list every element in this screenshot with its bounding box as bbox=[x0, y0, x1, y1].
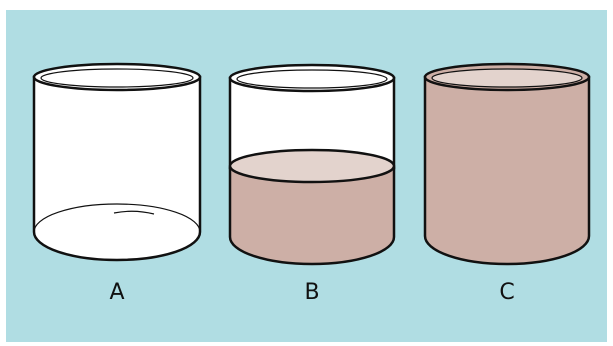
container-b-label: B bbox=[282, 281, 342, 305]
container-b bbox=[230, 65, 394, 264]
container-a-rim-outer bbox=[34, 64, 200, 90]
container-c-label: C bbox=[477, 281, 537, 305]
container-c-liquid bbox=[425, 77, 589, 264]
container-a-label: A bbox=[87, 281, 147, 305]
container-a-body bbox=[34, 77, 200, 260]
container-c-liquid-surface bbox=[432, 69, 582, 87]
container-c bbox=[425, 64, 589, 264]
container-b-liquid-surface bbox=[230, 150, 394, 182]
container-a bbox=[34, 64, 200, 260]
container-b-rim-outer bbox=[230, 65, 394, 91]
